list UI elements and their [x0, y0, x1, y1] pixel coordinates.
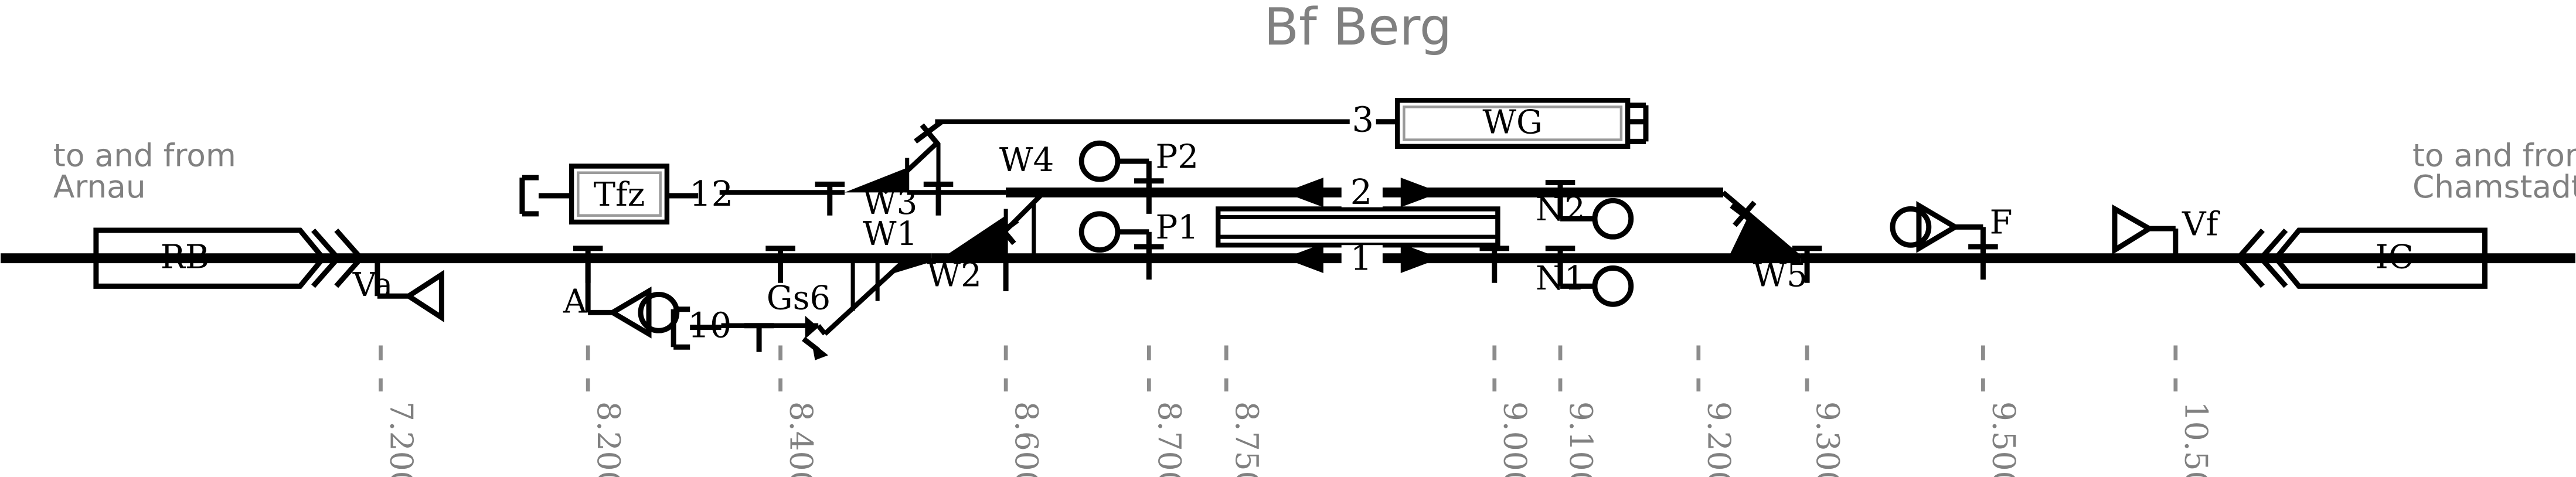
switch-label-W3: W3 — [863, 184, 917, 222]
train-IC: IC — [2234, 227, 2559, 289]
km-marker-label: 10.500 — [2178, 401, 2215, 477]
switch-label-W5: W5 — [1753, 256, 1807, 294]
switch-label-W2: W2 — [927, 256, 981, 294]
page-title: Bf Berg — [1264, 0, 1452, 57]
tfz-shed-inner — [577, 171, 662, 217]
km-marker-label: 9.500 — [1985, 401, 2022, 477]
switch-label-W1: W1 — [863, 215, 917, 253]
signal-A[interactable]: A — [563, 260, 680, 339]
derailer-Gs6-connector — [816, 324, 827, 336]
km-marker-label: 9.300 — [1809, 401, 1846, 477]
signal-N2[interactable]: N2 — [1536, 190, 1634, 240]
km-marker-label: 8.750 — [1229, 401, 1265, 477]
signal-label-F: F — [1990, 204, 2013, 242]
km-marker-label: 9.200 — [1701, 401, 1738, 477]
km-marker-label: 8.400 — [782, 401, 819, 477]
track-label-12: 12 — [689, 173, 733, 214]
km-marker-label: 8.600 — [1008, 401, 1045, 477]
switch-label-W4: W4 — [999, 141, 1054, 179]
signal-P2[interactable]: P2 — [1078, 138, 1199, 193]
km-marker-label: 9.000 — [1497, 401, 1534, 477]
track1-arrow-left — [1284, 243, 1323, 273]
switch-W5-diverge-leg — [1721, 190, 1802, 260]
train-label-RB: RB — [161, 238, 210, 277]
signal-Va[interactable]: Va — [352, 260, 444, 323]
train-label-IC: IC — [2376, 238, 2414, 277]
joint-mark-w2-b — [995, 222, 1016, 246]
signal-label-A: A — [563, 282, 588, 321]
km-marker-group: 7.200 8.200 8.400 8.600 8.700 8.750 9.000 9.100… — [379, 345, 2215, 477]
track2-arrow-right — [1400, 178, 1441, 207]
signal-label-N2: N2 — [1536, 190, 1585, 229]
signal-label-Vf: Vf — [2182, 205, 2221, 243]
signal-Vf[interactable]: Vf — [2112, 204, 2221, 258]
signal-label-Va: Va — [352, 266, 393, 304]
km-marker-label: 7.200 — [383, 401, 420, 477]
track-label-3: 3 — [1352, 100, 1374, 140]
track-label-2: 2 — [1350, 172, 1373, 212]
right-destination-line1: to and from — [2412, 137, 2576, 173]
derailer-Gs6-arrow-tail — [802, 336, 820, 353]
track2-label-mask — [1341, 179, 1383, 207]
signal-F[interactable]: F — [1890, 200, 2013, 258]
derailer-label-Gs6: Gs6 — [767, 280, 831, 318]
switch-W5-frog — [1728, 213, 1801, 258]
switch-W1-frog — [889, 258, 944, 275]
wg-shed-inner — [1403, 105, 1623, 141]
joint-mark-track3-b — [920, 123, 941, 146]
left-destination-line2: Arnau — [53, 168, 146, 205]
tfz-shed-label: Tfz — [594, 176, 645, 214]
signal-N1[interactable]: N1 — [1536, 258, 1634, 307]
track1-arrow-right — [1400, 243, 1441, 273]
signal-label-N1: N1 — [1536, 260, 1585, 298]
left-destination-line1: to and from — [53, 137, 236, 173]
right-destination-line2: Chamstadt — [2412, 168, 2576, 205]
train-RB: RB — [17, 227, 365, 289]
joint-mark-w5-b — [1733, 200, 1757, 227]
track2-arrow-left — [1284, 178, 1323, 207]
signal-label-P2: P2 — [1156, 138, 1199, 176]
track-label-1: 1 — [1350, 237, 1373, 278]
signal-P1[interactable]: P1 — [1078, 209, 1199, 258]
derailer-Gs6-wedge — [805, 315, 819, 339]
signal-label-P1: P1 — [1156, 209, 1199, 247]
track-label-10: 10 — [688, 305, 731, 345]
track1-label-mask — [1341, 245, 1383, 273]
km-marker-label: 8.700 — [1151, 401, 1188, 477]
km-marker-label: 9.100 — [1563, 401, 1600, 477]
km-marker-label: 8.200 — [590, 401, 627, 477]
wg-shed-label: WG — [1482, 103, 1543, 141]
